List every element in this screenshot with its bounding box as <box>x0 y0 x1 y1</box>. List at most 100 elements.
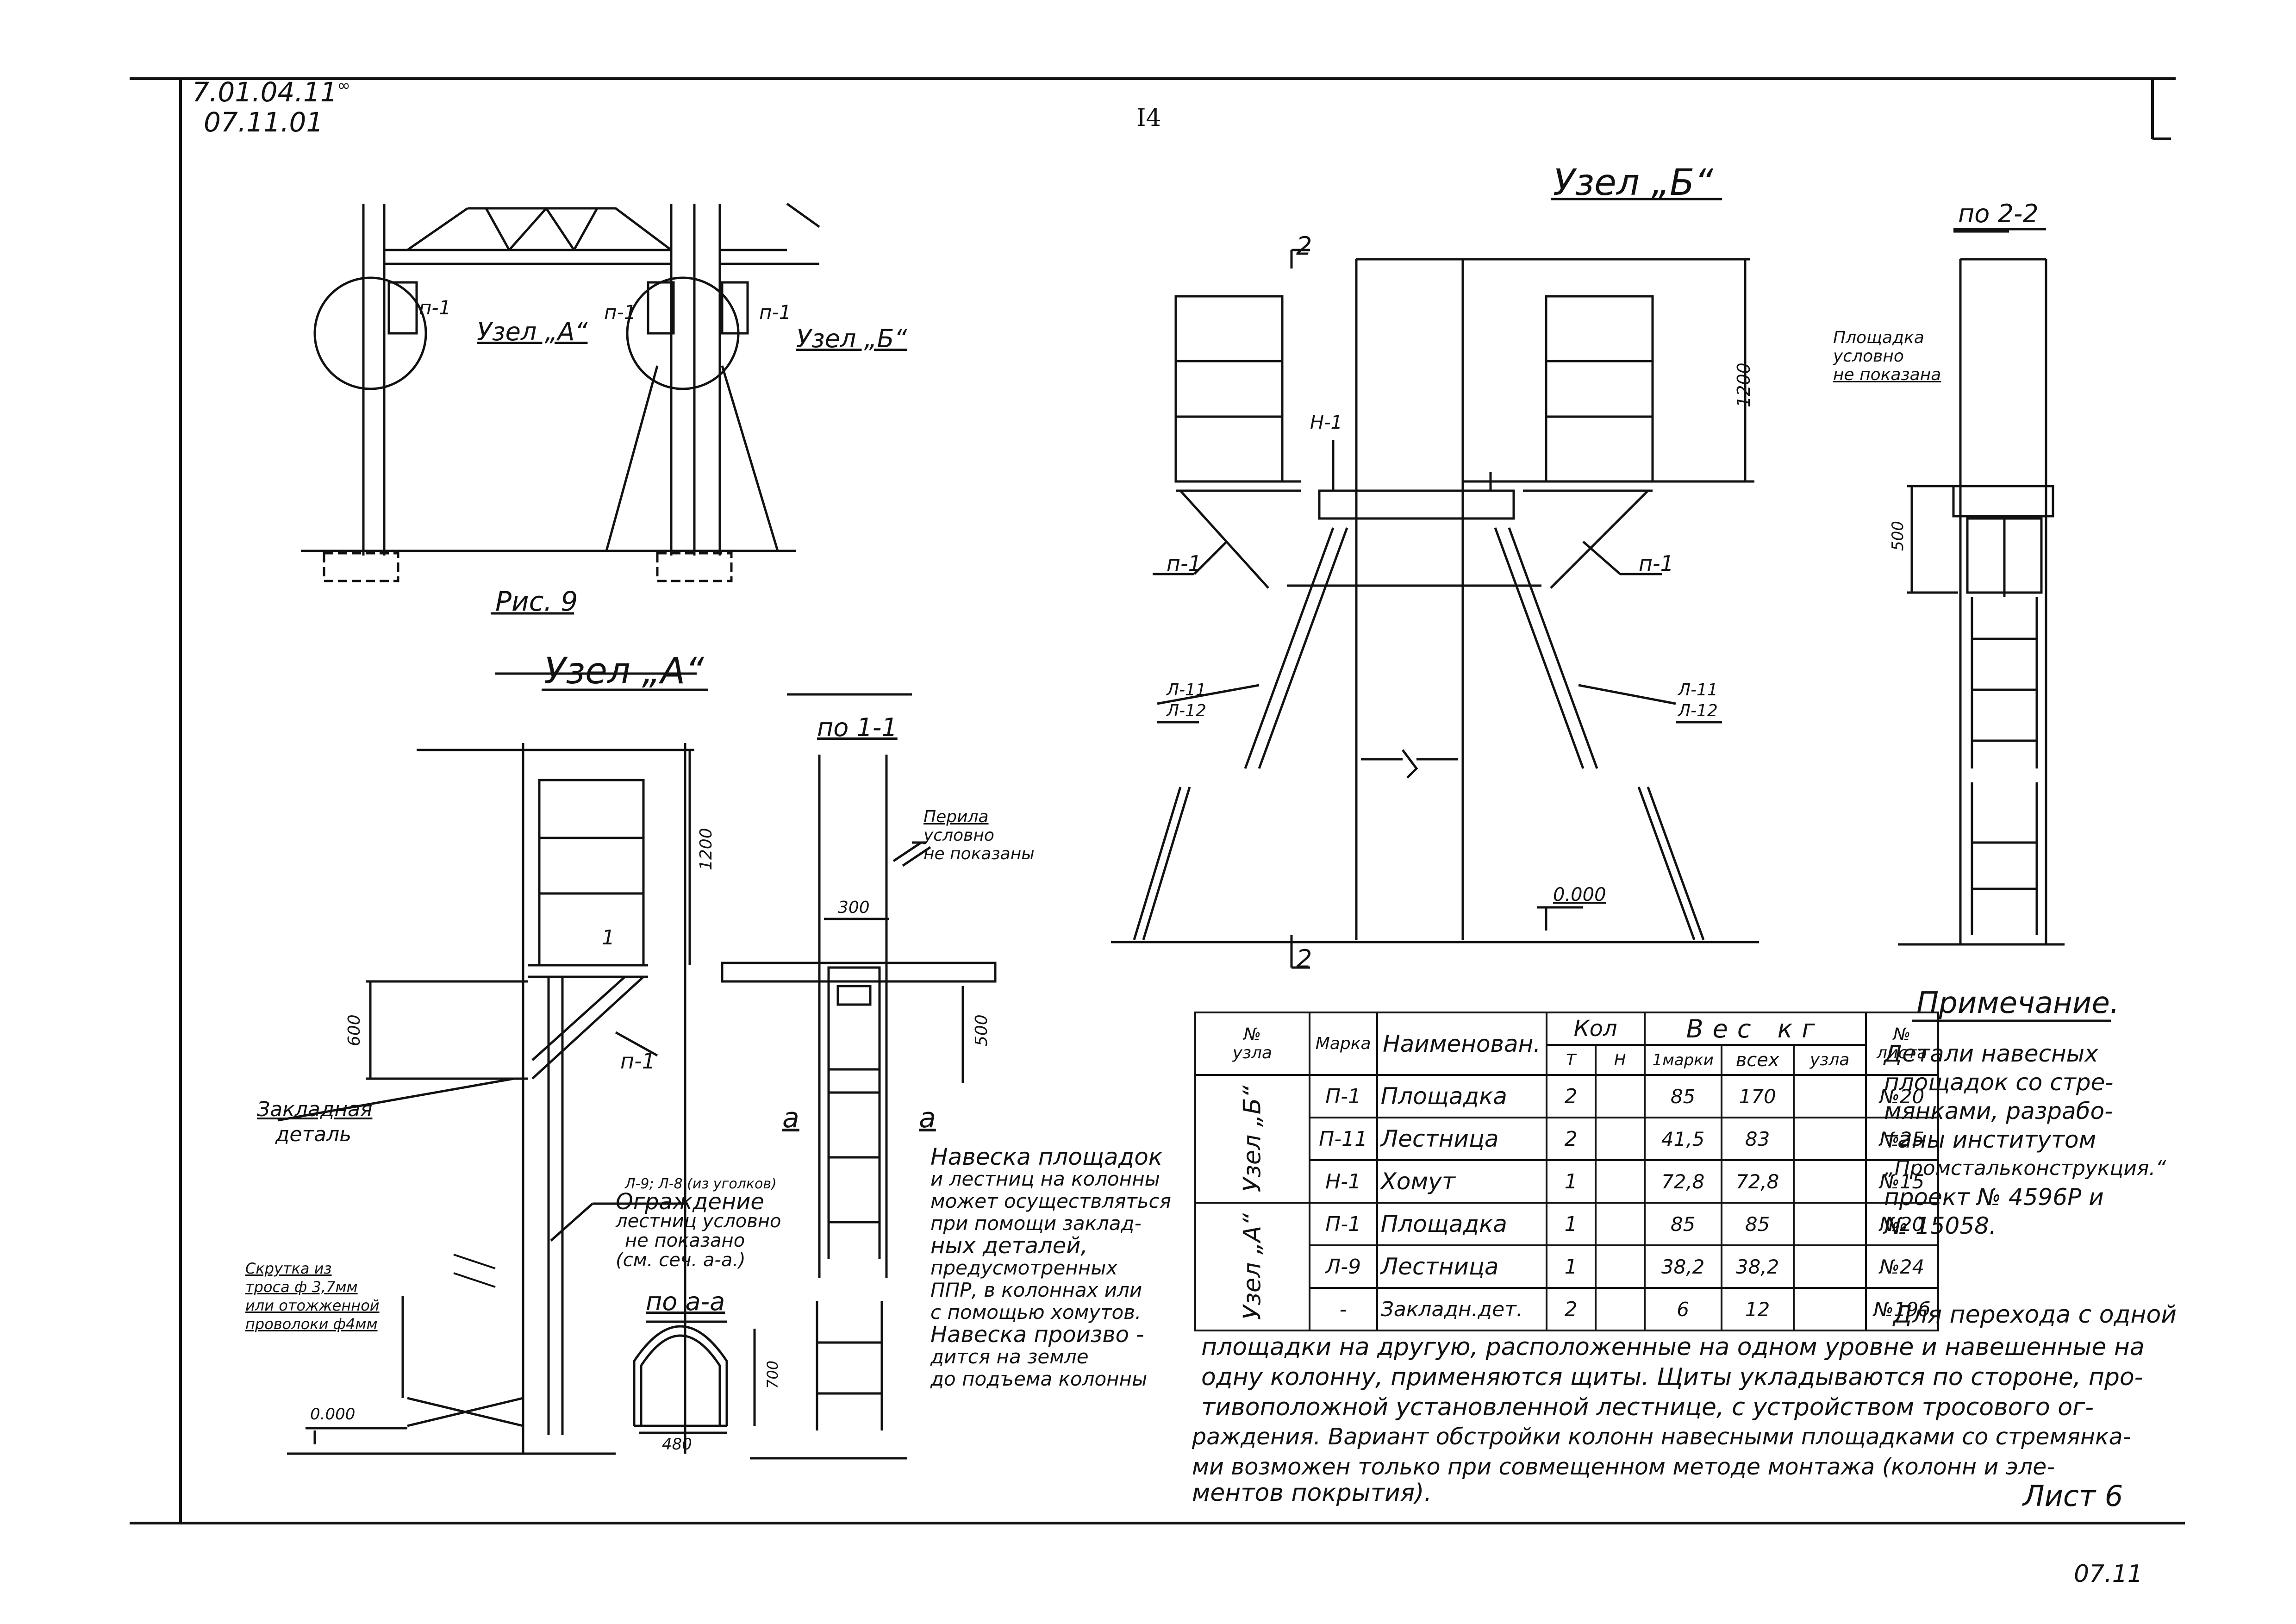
cell-sheet: №20 <box>1865 1202 1939 1246</box>
specification-table: № узла Марка Наименован. Кол Вес кг № ли… <box>1194 1012 1939 1331</box>
bottom-text-line: площадки на другую, расположенные на одн… <box>1201 1333 2145 1361</box>
cell-wall: 12 <box>1720 1287 1795 1331</box>
section-1-1-label-a-left: а <box>782 1102 799 1134</box>
cell-n <box>1594 1244 1646 1289</box>
cell-wnode <box>1792 1287 1867 1331</box>
mounting-line: дится на земле <box>930 1345 1089 1368</box>
node-b-section-mark-bottom: 2 <box>1296 944 1312 974</box>
table-row: П-11 Лестница 2 41,5 83 №25 <box>1195 1117 1939 1161</box>
cell-name: Лестница <box>1376 1117 1547 1161</box>
bottom-text-lead: Для перехода с одной <box>1893 1301 2177 1329</box>
cell-wall: 72,8 <box>1720 1159 1795 1204</box>
cell-wall: 83 <box>1720 1117 1795 1161</box>
cell-t: 2 <box>1545 1117 1597 1161</box>
bottom-text-line: одну колонну, применяются щиты. Щиты укл… <box>1201 1363 2143 1391</box>
cell-name: Закладн.дет. <box>1376 1287 1547 1331</box>
node-cell: Узел „Б“ <box>1194 1074 1310 1204</box>
th-qty-t: Т <box>1545 1044 1597 1076</box>
twist-line-3: или отожженной <box>245 1297 380 1314</box>
th-name: Наименован. <box>1376 1012 1547 1076</box>
mounting-line: может осуществляться <box>930 1190 1171 1212</box>
cell-t: 2 <box>1545 1287 1597 1331</box>
table-row: Н-1 Хомут 1 72,8 72,8 №15 <box>1195 1159 1939 1204</box>
cell-wall: 85 <box>1720 1202 1795 1246</box>
section-1-1-drawing <box>721 693 997 1278</box>
cell-sheet: №25 <box>1865 1117 1939 1161</box>
section-1-1-title: по 1-1 <box>817 713 898 742</box>
rail-line-2: условно <box>923 826 994 845</box>
mounting-line: ных деталей, <box>930 1233 1088 1259</box>
cell-mark: П-11 <box>1308 1117 1378 1161</box>
figure9-drawing <box>301 202 820 615</box>
th-mark: Марка <box>1308 1012 1378 1076</box>
node-a-dim-600: 600 <box>345 1014 364 1046</box>
section-1-1-dim-300: 300 <box>838 898 870 917</box>
platform-line-2: условно <box>1833 347 1904 366</box>
cell-mark: - <box>1308 1287 1378 1331</box>
th-node-number: № узла <box>1194 1012 1310 1076</box>
section-a-a-drawing <box>633 1301 907 1460</box>
th-qty: Кол <box>1545 1012 1646 1046</box>
cell-name: Хомут <box>1376 1159 1547 1204</box>
th-num-bottom: узла <box>1232 1043 1273 1062</box>
cell-sheet: №19б <box>1865 1287 1939 1331</box>
node-b-title: Узел „Б“ <box>1553 162 1713 204</box>
bottom-text-line: ментов покрытия). <box>1192 1479 1432 1507</box>
cell-mark: Н-1 <box>1308 1159 1378 1204</box>
th-weight-all: всех <box>1720 1044 1795 1076</box>
cell-name: Площадка <box>1376 1074 1547 1118</box>
code-top-suffix: ∞ <box>337 76 350 95</box>
cell-name: Площадка <box>1376 1202 1547 1246</box>
embedded-line-2: деталь <box>275 1123 352 1146</box>
sheet-frame <box>130 77 2185 1524</box>
cell-n <box>1594 1202 1646 1246</box>
mounting-line: с помощью хомутов. <box>930 1301 1142 1324</box>
node-b-label-l11-left: Л-11 <box>1167 681 1206 700</box>
th-weight-mark: 1марки <box>1643 1044 1722 1076</box>
footer-code: 07.11 <box>2074 1560 2143 1588</box>
section-1-1-label-a-right: а <box>919 1102 936 1134</box>
fig9-label-p1-mid2: п-1 <box>759 301 792 324</box>
cell-mark: Л-9 <box>1308 1244 1378 1289</box>
platform-line-3: не показана <box>1833 365 1941 384</box>
bottom-text-line: ми возможен только при совмещенном метод… <box>1192 1454 2055 1480</box>
fig9-label-node-b: Узел „Б“ <box>796 324 907 353</box>
cell-t: 2 <box>1545 1074 1597 1118</box>
section-1-1-dim-500: 500 <box>972 1014 991 1046</box>
bottom-text-line: раждения. Вариант обстройки колонн навес… <box>1192 1424 2131 1450</box>
mounting-line: ППР, в колоннах или <box>930 1279 1142 1301</box>
table-row: Узел „Б“ П-1 Площадка 2 85 170 №20 <box>1194 1074 1939 1204</box>
cell-w1: 85 <box>1643 1202 1722 1246</box>
node-a-twist-note: Скрутка из троса ф 3,7мм или отожженной … <box>245 1259 380 1333</box>
node-cell: Узел „А“ <box>1194 1202 1310 1331</box>
cell-n <box>1594 1287 1646 1331</box>
cell-w1: 6 <box>1643 1287 1722 1331</box>
mounting-line: Навеска произво - <box>930 1322 1144 1348</box>
twist-line-2: троса ф 3,7мм <box>245 1278 358 1296</box>
fence-line-1: Ограждение <box>616 1189 764 1215</box>
section-2-2-title: по 2-2 <box>1958 199 2039 228</box>
cell-wnode <box>1792 1202 1867 1246</box>
platform-line-1: Площадка <box>1833 328 1924 347</box>
node-b-level: 0.000 <box>1553 884 1606 906</box>
footer-sheet: Лист 6 <box>2023 1479 2123 1513</box>
cell-wnode <box>1792 1074 1867 1118</box>
th-qty-n: Н <box>1594 1044 1646 1076</box>
node-label: Узел „А“ <box>1238 1213 1267 1320</box>
table-row: Узел „А“ П-1 Площадка 1 85 85 №20 <box>1194 1202 1939 1331</box>
fig9-label-p1-left: п-1 <box>419 296 451 319</box>
twist-line-4: проволоки ф4мм <box>245 1315 378 1333</box>
node-a-drawing <box>277 672 697 1455</box>
mounting-line: при помощи заклад- <box>930 1212 1142 1235</box>
section-2-2-drawing <box>1898 230 2065 946</box>
drawing-code-bottom: 07.11.01 <box>204 106 324 138</box>
mounting-line: до подъема колонны <box>930 1368 1148 1390</box>
cell-wnode <box>1792 1244 1867 1289</box>
section-a-a-title: по а-а <box>646 1287 725 1316</box>
mounting-line: предусмотренных <box>930 1256 1118 1279</box>
cell-n <box>1594 1074 1646 1118</box>
page-number: I4 <box>1136 104 1161 132</box>
note-title: Примечание. <box>1916 986 2120 1020</box>
section-a-a-dim-480: 480 <box>662 1435 692 1454</box>
